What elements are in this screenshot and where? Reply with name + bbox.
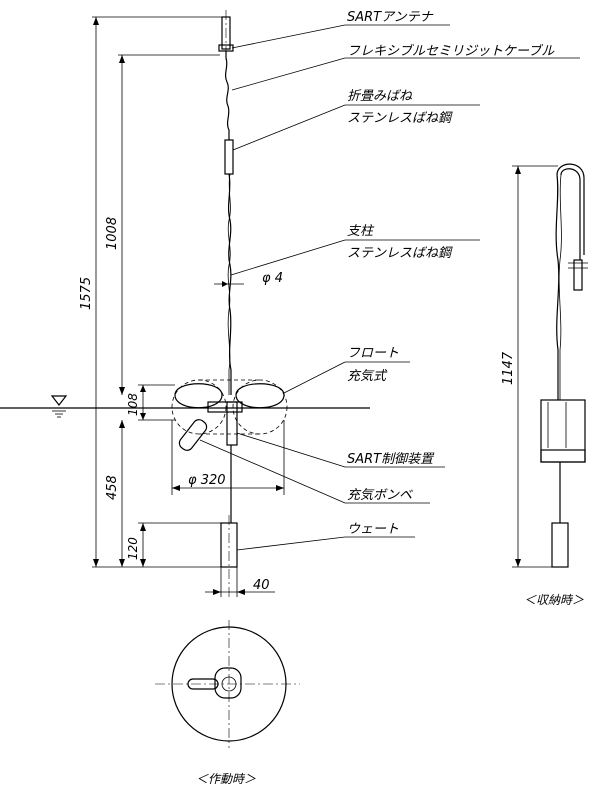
- label-stainless-spring-2: ステンレスばね鋼: [347, 246, 453, 261]
- stowed-weight: [551, 522, 569, 568]
- label-float: フロート: [347, 346, 399, 361]
- label-folding-spring: 折畳みばね: [347, 89, 413, 104]
- label-diameter-4: φ 4: [262, 271, 283, 286]
- caption-stowed: ＜収納時＞: [524, 593, 584, 607]
- label-stainless-spring-1: ステンレスばね鋼: [347, 111, 453, 126]
- float: [171, 379, 288, 435]
- label-flex-cable: フレキシブルセミリジットケーブル: [347, 43, 555, 59]
- dimension-lines: [92, 16, 285, 595]
- deployed-side-view: [0, 10, 370, 600]
- dim-1575: 1575: [79, 277, 94, 310]
- stowed-antenna: [573, 259, 583, 291]
- label-diameter-320: φ 320: [188, 473, 226, 488]
- flex-cable: [224, 57, 230, 140]
- water-level-symbol: [50, 395, 68, 406]
- dim-108: 108: [126, 393, 140, 416]
- label-weight: ウェート: [347, 522, 399, 537]
- top-view-controller: [214, 667, 242, 699]
- dim-1008: 1008: [105, 217, 120, 250]
- folding-spring: [224, 139, 234, 175]
- gas-cylinder: [178, 419, 208, 451]
- top-view: ＜作動時＞: [155, 620, 300, 786]
- dim-120: 120: [126, 537, 140, 560]
- support-post-b: [227, 173, 231, 395]
- annotation-labels: SARTアンテナ フレキシブルセミリジットケーブル 折畳みばね ステンレスばね鋼…: [79, 10, 555, 593]
- label-sart-antenna: SARTアンテナ: [347, 10, 434, 25]
- label-inflatable: 充気式: [347, 369, 388, 384]
- sart-controller: [226, 401, 238, 446]
- label-support-post: 支柱: [347, 224, 375, 239]
- stowed-view: 1147 ＜収納時＞: [501, 163, 588, 607]
- dim-458: 458: [105, 475, 120, 500]
- leader-lines: [199, 24, 580, 551]
- top-view-cylinder: [187, 678, 219, 690]
- support-post-a: [227, 173, 232, 395]
- label-sart-controller: SART制御装置: [347, 452, 435, 467]
- caption-deployed: ＜作動時＞: [196, 772, 256, 786]
- dim-1147: 1147: [501, 351, 516, 385]
- label-gas-cylinder: 充気ボンベ: [347, 488, 413, 503]
- dim-40: 40: [253, 578, 270, 593]
